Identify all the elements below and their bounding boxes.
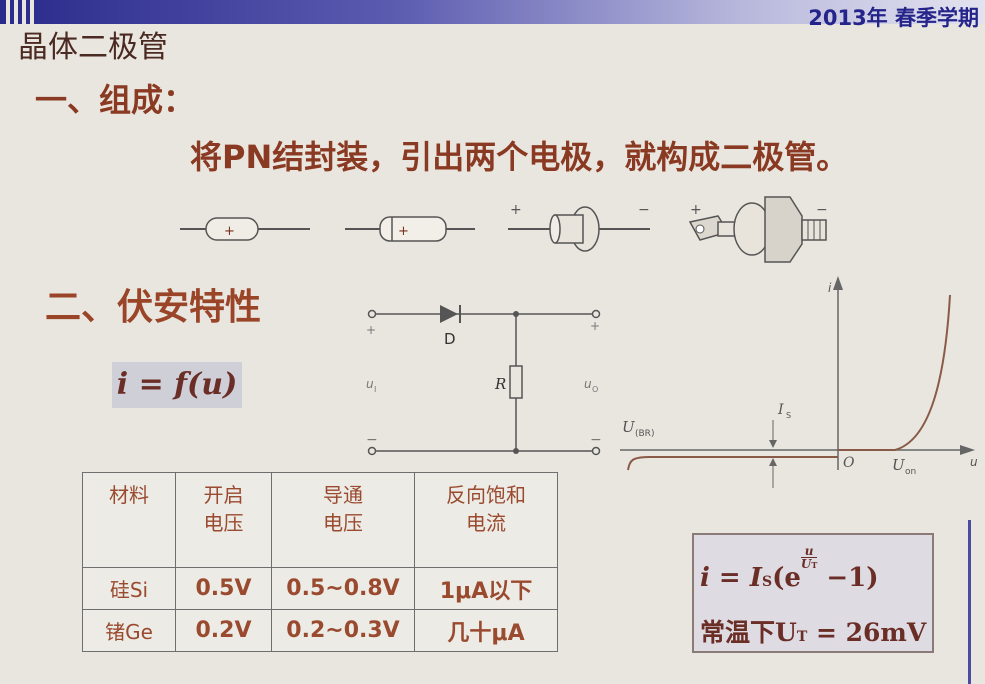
component-plus-label: + xyxy=(510,202,522,218)
table-cell: 0.2V xyxy=(175,609,272,652)
semester-label: 2013年 春季学期 xyxy=(808,6,979,30)
input-voltage-sub: I xyxy=(374,385,376,394)
section1-text: 将PN结封装，引出两个电极，就构成二极管。 xyxy=(190,138,849,176)
table-header-cell: 材料 xyxy=(82,472,176,568)
table-header-row: 材料 开启 电压 导通 电压 反向饱和 电流 xyxy=(82,472,558,568)
u-on-sub: on xyxy=(905,467,916,477)
origin-label: O xyxy=(843,455,855,471)
x-axis-label: u xyxy=(970,455,978,469)
table-header-cell: 导通 电压 xyxy=(271,472,415,568)
table-cell: 几十μA xyxy=(414,609,558,652)
u-br-label: U xyxy=(622,418,636,436)
resistor-symbol xyxy=(509,365,523,399)
table-cell: 0.5~0.8V xyxy=(271,567,415,610)
thermal-voltage-line: 常温下UT = 26mV xyxy=(700,618,927,647)
header-stripe xyxy=(30,0,34,24)
iu-formula: i = f(u) xyxy=(112,362,242,408)
table-header-cell: 开启 电压 xyxy=(175,472,272,568)
component-minus-label: − xyxy=(638,202,650,218)
table-cell: 锗Ge xyxy=(82,609,176,652)
output-plus: + xyxy=(590,319,600,333)
table-cell: 0.5V xyxy=(175,567,272,610)
table-row: 锗Ge 0.2V 0.2~0.3V 几十μA xyxy=(82,609,558,652)
table-cell: 1μA以下 xyxy=(414,567,558,610)
table-header-cell: 反向饱和 电流 xyxy=(414,472,558,568)
output-voltage-sub: O xyxy=(592,385,598,394)
diode-package-cylinder: + xyxy=(345,216,475,242)
is-sub: S xyxy=(786,411,791,420)
material-table: 材料 开启 电压 导通 电压 反向饱和 电流 硅Si 0.5V 0.5~0.8V… xyxy=(82,472,558,652)
input-minus: − xyxy=(366,432,378,448)
section1-heading: 一、组成： xyxy=(35,81,196,119)
header-stripe xyxy=(22,0,26,24)
header-bar xyxy=(0,0,985,24)
slide-title: 晶体二极管 xyxy=(18,30,168,65)
diode-label: D xyxy=(444,330,456,348)
is-label: I xyxy=(777,402,784,418)
component-minus-label: − xyxy=(816,202,828,218)
input-voltage-label: u xyxy=(366,377,374,391)
iv-characteristic: i u O U on U (BR) I S xyxy=(620,276,978,488)
diode-symbol xyxy=(440,305,458,323)
input-plus: + xyxy=(366,323,376,337)
diode-package-glass: + xyxy=(180,217,310,241)
section2-heading: 二、伏安特性 xyxy=(45,287,262,328)
header-stripe xyxy=(6,0,10,24)
component-plus-label: + xyxy=(690,202,702,218)
diode-circuit: D R + − u I + − u O xyxy=(366,305,602,456)
table-cell: 0.2~0.3V xyxy=(271,609,415,652)
resistor-label: R xyxy=(494,375,506,393)
u-br-sub: (BR) xyxy=(635,429,654,439)
component-plus-label: + xyxy=(398,224,409,239)
output-voltage-label: u xyxy=(584,377,592,391)
y-axis-label: i xyxy=(828,281,832,295)
output-minus: − xyxy=(590,432,602,448)
component-plus-label: + xyxy=(224,224,235,239)
table-cell: 硅Si xyxy=(82,567,176,610)
slide-edge-line xyxy=(968,520,971,684)
header-stripe xyxy=(14,0,18,24)
u-on-label: U xyxy=(892,456,906,474)
diode-package-power: + − xyxy=(688,196,828,263)
table-row: 硅Si 0.5V 0.5~0.8V 1μA以下 xyxy=(82,567,558,610)
diode-package-stud: + − xyxy=(508,202,650,252)
